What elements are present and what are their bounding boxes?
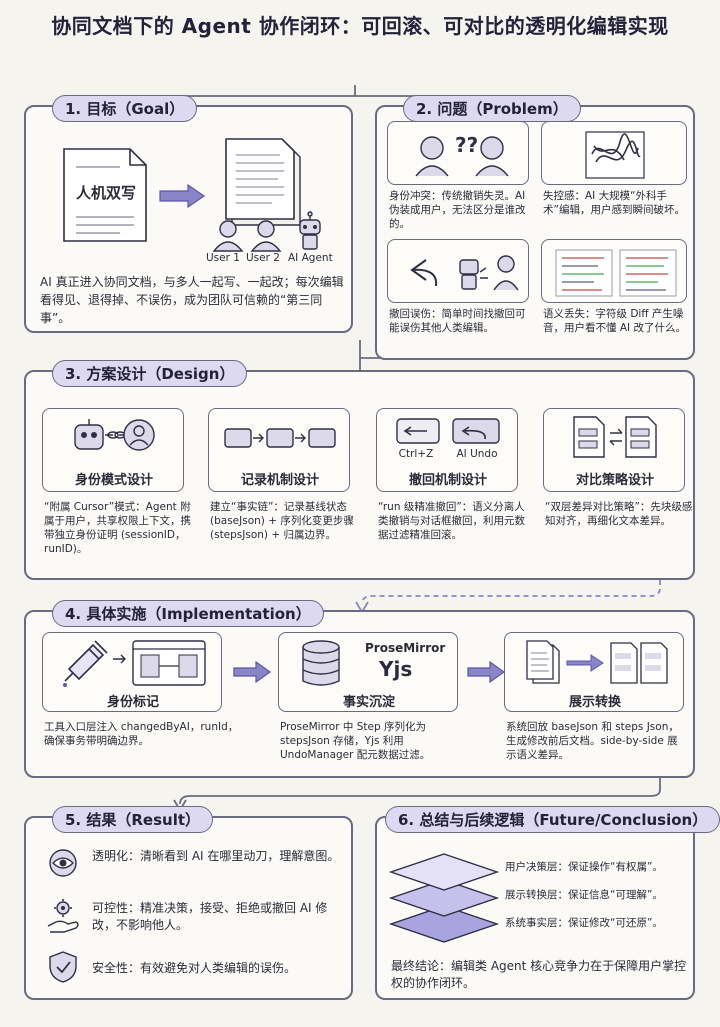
goal-panel: 1. 目标（Goal） 人机双写 xyxy=(24,95,353,333)
design-text-compare: “双层差异对比策略”：先块级感知对齐，再细化文本差异。 xyxy=(545,501,693,527)
impl-card-identity: 身份标记 xyxy=(42,632,222,712)
doc-label: 人机双写 xyxy=(75,184,136,202)
result-text-safety: 安全性：有效避免对人类编辑的误伤。 xyxy=(92,961,297,975)
design-card-undo: Ctrl+Z AI Undo 撤回机制设计 xyxy=(376,408,518,492)
design-title-identity: 身份模式设计 xyxy=(74,473,153,488)
key-ctrl-z: Ctrl+Z xyxy=(398,448,434,460)
svg-text:??: ?? xyxy=(455,133,478,157)
yjs-label: Yjs xyxy=(379,657,413,681)
database-icon xyxy=(302,640,340,686)
page-title: 协同文档下的 Agent 协作闭环：可回滚、可对比的透明化编辑实现 xyxy=(51,14,669,38)
users-icon xyxy=(212,211,321,252)
layer-user-decision: 用户决策层：保证操作“有权属”。 xyxy=(505,861,663,873)
side-by-side-icon xyxy=(526,640,668,684)
problem-text-3: 撤回误伤：简单时间找撤回可能误伤其他人类编辑。 xyxy=(389,308,526,334)
problem-panel: 2. 问题（Problem） ?? 身份冲突：传统撤销失灵。AI 伪装成用户，无… xyxy=(375,95,695,360)
undo-keys-icon xyxy=(396,418,500,444)
scribble-icon xyxy=(585,131,645,179)
problem-text-1: 身份冲突：传统撤销失灵。AI 伪装成用户，无法区分是谁改的。 xyxy=(389,190,526,230)
impl-card-facts: ProseMirror Yjs 事实沉淀 xyxy=(278,632,458,712)
impl-text-identity: 工具入口层注入 changedByAI，runId，确保事务带明确边界。 xyxy=(44,721,239,747)
robot-link-user-icon xyxy=(74,419,155,451)
impl-title-display: 展示转换 xyxy=(568,695,621,710)
implementation-header: 4. 具体实施（Implementation） xyxy=(52,600,324,627)
result-text-transparency: 透明化：清晰看到 AI 在哪里动刀，理解意图。 xyxy=(92,849,340,863)
impl-title-facts: 事实沉淀 xyxy=(342,695,395,710)
problem-header: 2. 问题（Problem） xyxy=(403,95,581,122)
gear-hand-icon xyxy=(47,899,79,933)
problem-icon-card-3 xyxy=(387,239,529,303)
undo-mistake-icon xyxy=(410,255,519,291)
implementation-panel: 4. 具体实施（Implementation） 身份标记 工具入口层注入 cha… xyxy=(24,600,695,778)
shield-check-icon xyxy=(49,951,77,983)
design-title-undo: 撤回机制设计 xyxy=(408,473,487,488)
problem-icon-card-2 xyxy=(541,121,687,185)
design-card-record: 记录机制设计 xyxy=(208,408,350,492)
future-panel: 6. 总结与后续逻辑（Future/Conclusion） 用户决策层：保证操作… xyxy=(375,806,720,1000)
design-panel: 3. 方案设计（Design） 身份模式设计 “附属 Cursor”模式：Age… xyxy=(24,360,695,580)
impl-text-facts: ProseMirror 中 Step 序列化为 stepsJson 存储，Yjs… xyxy=(280,721,431,761)
arrow-right-icon xyxy=(159,183,206,209)
result-header: 5. 结果（Result） xyxy=(52,806,214,833)
chain-steps-icon xyxy=(224,428,336,448)
problem-text-2: 失控感：AI 大规模“外科手术”编辑，用户感到瞬间破坏。 xyxy=(543,190,685,216)
compare-docs-icon xyxy=(573,416,657,458)
syringe-icon xyxy=(63,640,206,687)
design-title-record: 记录机制设计 xyxy=(240,473,319,488)
problem-text-4: 语义丢失：字符级 Diff 产生噪音，用户看不懂 AI 改了什么。 xyxy=(543,308,686,334)
impl-text-display: 系统回放 baseJson 和 steps Json，生成修改前后文档。side… xyxy=(506,721,679,761)
impl-card-display: 展示转换 xyxy=(504,632,684,712)
design-text-identity: “附属 Cursor”模式：Agent 附属于用户，共享权限上下文，携带独立身份… xyxy=(44,501,191,555)
conclusion-text: 最终结论：编辑类 Agent 核心竞争力在于保障用户掌控权的协作闭环。 xyxy=(391,959,687,990)
ai-agent-label: AI Agent xyxy=(288,252,333,264)
design-text-record: 建立“事实链”：记录基线状态 (baseJson) + 序列化变更步骤 (ste… xyxy=(210,501,354,541)
shared-document-icon xyxy=(225,138,301,226)
user2-label: User 2 xyxy=(246,252,280,264)
key-ai-undo: AI Undo xyxy=(456,448,498,460)
problem-icon-card-4 xyxy=(541,239,687,303)
design-header: 3. 方案设计（Design） xyxy=(52,360,248,387)
design-card-identity: 身份模式设计 xyxy=(42,408,184,492)
user1-label: User 1 xyxy=(206,252,240,264)
goal-text: AI 真正进入协同文档，与多人一起写、一起改；每次编辑看得见、退得掉、不误伤，成… xyxy=(40,275,344,325)
arrow-right-icon xyxy=(233,660,272,684)
impl-title-identity: 身份标记 xyxy=(106,695,159,710)
result-panel: 5. 结果（Result） 透明化：清晰看到 AI 在哪里动刀，理解意图。 可控… xyxy=(24,806,353,1000)
future-header: 6. 总结与后续逻辑（Future/Conclusion） xyxy=(385,806,720,833)
layer-display-transform: 展示转换层：保证信息“可理解”。 xyxy=(505,889,663,901)
goal-header: 1. 目标（Goal） xyxy=(52,95,198,122)
document-icon xyxy=(63,148,147,242)
layers-icon xyxy=(388,853,500,943)
problem-icon-card-1: ?? xyxy=(387,121,529,185)
eye-icon xyxy=(49,849,77,877)
layer-system-facts: 系统事实层：保证修改“可还原”。 xyxy=(505,917,663,929)
design-text-undo: “run 级精准撤回”：语义分离人类撤销与对话框撤回，利用元数据过滤精准回滚。 xyxy=(378,501,525,541)
design-card-compare: 对比策略设计 xyxy=(543,408,685,492)
design-title-compare: 对比策略设计 xyxy=(575,473,654,488)
result-text-control: 可控性：精准决策，接受、拒绝或撤回 AI 修改，不影响他人。 xyxy=(92,901,328,932)
prosemirror-label: ProseMirror xyxy=(365,641,446,655)
identity-conflict-icon: ?? xyxy=(415,133,509,177)
noisy-diff-icon xyxy=(555,249,677,297)
arrow-right-icon xyxy=(467,660,506,684)
